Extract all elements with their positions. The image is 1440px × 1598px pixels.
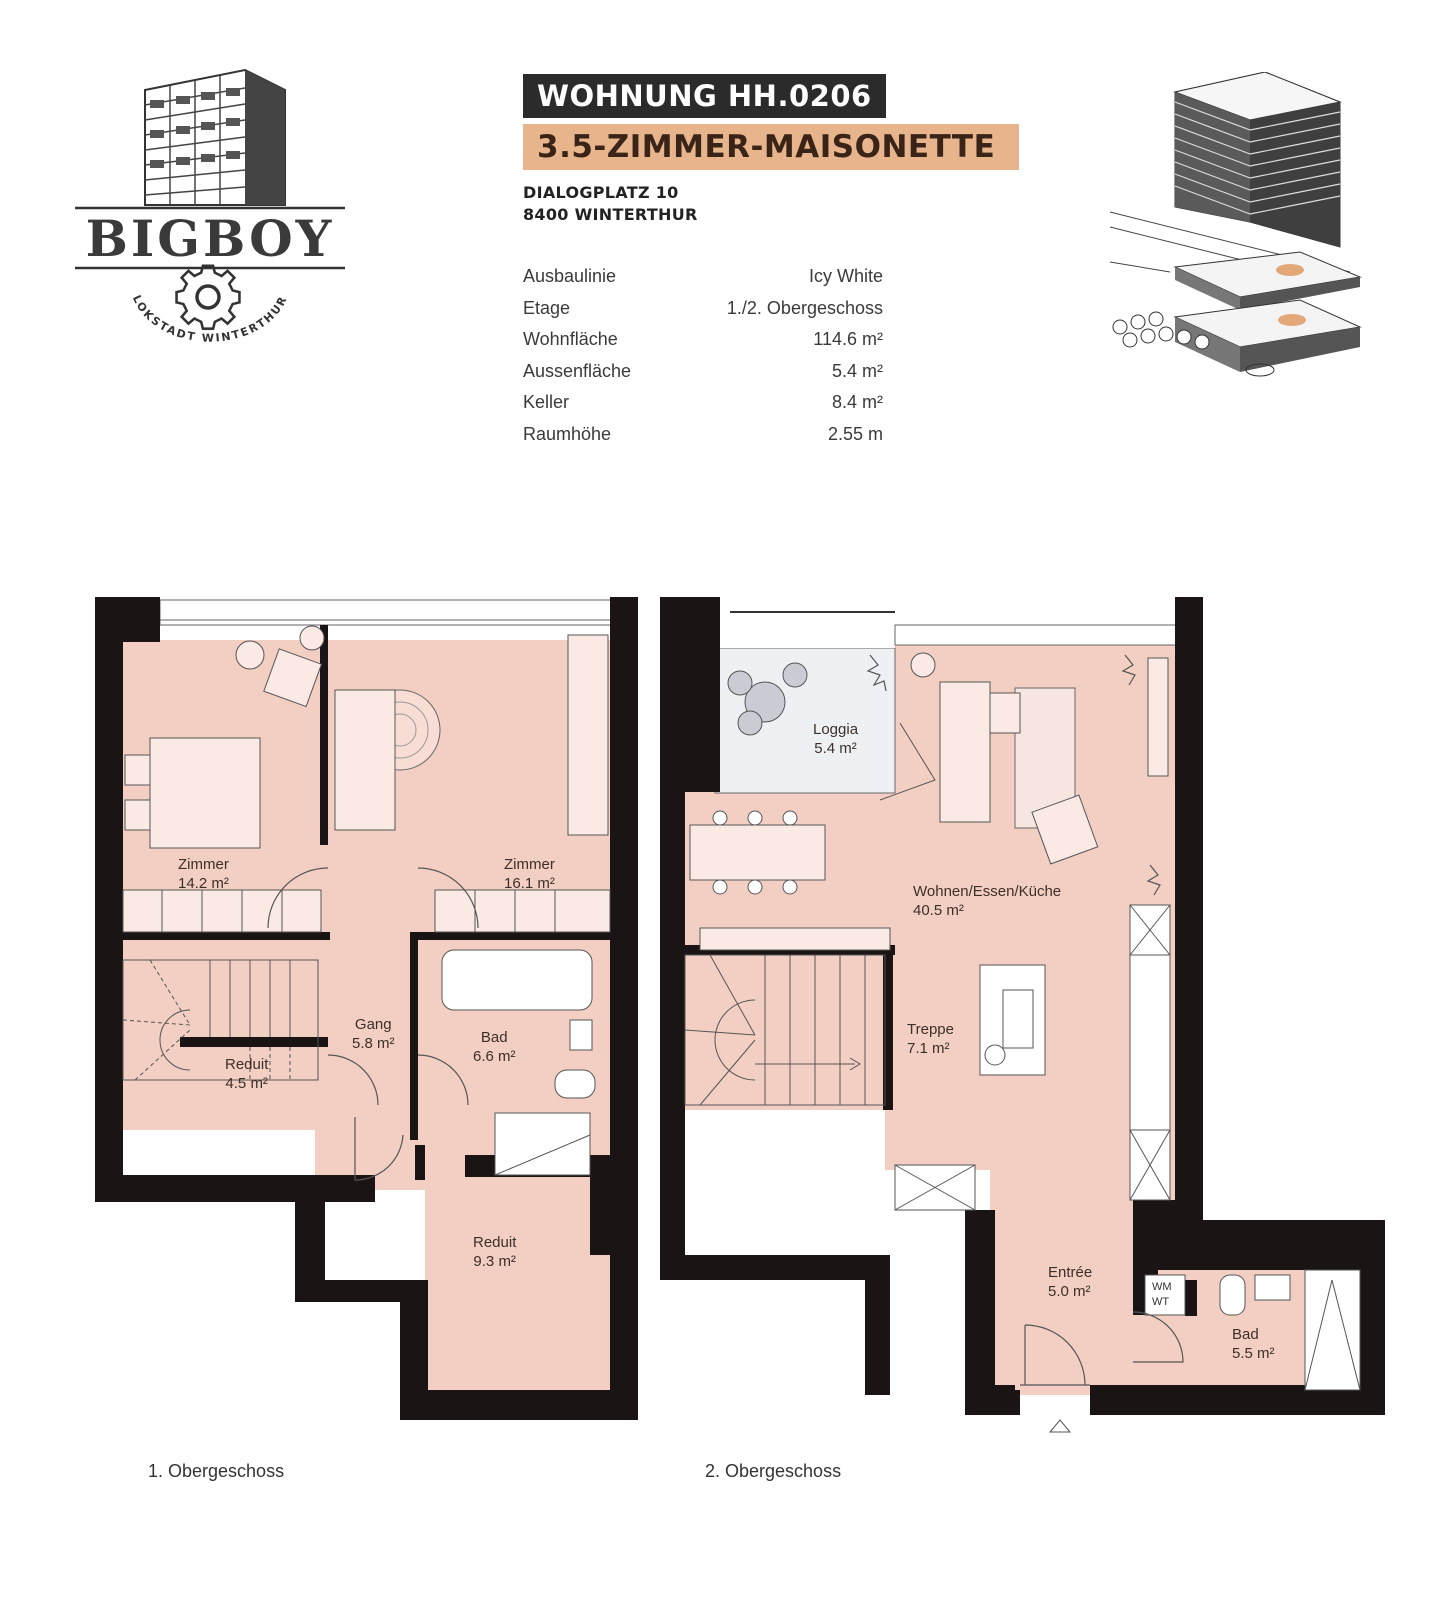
spec-row-wohnflaeche: Wohnfläche 114.6 m² — [523, 325, 883, 357]
isometric-building-icon — [1109, 71, 1362, 377]
unit-highlight-upper — [1276, 264, 1304, 276]
spec-value: 114.6 m² — [813, 329, 883, 350]
address-street: DIALOGPLATZ 10 — [523, 183, 679, 202]
entrance-marker-icon — [1048, 1419, 1072, 1433]
building-sketch-icon: BIGBOY LOKSTADT WINTERTHUR — [75, 68, 345, 345]
bigboy-logo: BIGBOY LOKSTADT WINTERTHUR — [70, 60, 350, 350]
spec-label: Raumhöhe — [523, 423, 612, 444]
address-city: 8400 WINTERTHUR — [523, 205, 698, 224]
spec-value: 2.55 m — [827, 423, 883, 444]
spec-row-etage: Etage 1./2. Obergeschoss — [523, 294, 883, 326]
desk — [567, 634, 609, 836]
double-bed — [149, 737, 261, 849]
shower — [494, 1112, 591, 1176]
spec-value: 8.4 m² — [831, 392, 883, 413]
unit-number-title: WOHNUNG HH.0206 — [523, 74, 886, 118]
bathtub — [441, 949, 593, 1011]
tv-sideboard — [1147, 657, 1169, 777]
dryer-label: WT — [1152, 1296, 1169, 1308]
cooktop — [1002, 989, 1034, 1049]
washer-label: WM — [1152, 1281, 1172, 1293]
spec-label: Etage — [523, 297, 571, 318]
toilet — [554, 1069, 596, 1099]
compass-icon — [1245, 363, 1275, 377]
spec-value: 1./2. Obergeschoss — [726, 297, 883, 318]
sink — [1254, 1274, 1291, 1301]
spec-value: 5.4 m² — [831, 360, 883, 381]
spec-label: Aussenfläche — [523, 360, 632, 381]
floor-2-caption: 2. Obergeschoss — [705, 1461, 842, 1481]
spec-row-aussenflaeche: Aussenfläche 5.4 m² — [523, 357, 883, 389]
unit-highlight-lower — [1278, 314, 1306, 326]
spec-row-raumhoehe: Raumhöhe 2.55 m — [523, 420, 883, 452]
specs-table: Ausbaulinie Icy White Etage 1./2. Obergesc… — [523, 262, 883, 452]
brand-name: BIGBOY — [86, 209, 335, 268]
unit-title-block: WOHNUNG HH.0206 3.5-ZIMMER-MAISONETTE DI… — [523, 74, 1019, 226]
spec-value: Icy White — [808, 266, 883, 286]
toilet-2 — [1219, 1274, 1246, 1316]
sofa — [939, 681, 991, 823]
single-bed — [334, 689, 396, 831]
brand-tagline: LOKSTADT WINTERTHUR — [130, 293, 288, 345]
spec-label: Keller — [523, 392, 570, 413]
spec-row-keller: Keller 8.4 m² — [523, 388, 883, 420]
floor-1-caption: 1. Obergeschoss — [148, 1461, 285, 1481]
floor-plan-2-drawing: WM WT — [660, 597, 1385, 1433]
svg-text:LOKSTADT WINTERTHUR: LOKSTADT WINTERTHUR — [130, 293, 290, 345]
building-location-diagram — [1100, 71, 1370, 382]
gear-icon — [175, 264, 241, 330]
dining-table — [689, 824, 826, 881]
spec-label: Ausbaulinie — [523, 266, 617, 286]
unit-type-title: 3.5-ZIMMER-MAISONETTE — [523, 124, 1019, 170]
address: DIALOGPLATZ 10 8400 WINTERTHUR — [523, 182, 1019, 226]
floor-plan-1-drawing — [95, 597, 638, 1420]
spec-label: Wohnfläche — [523, 329, 618, 350]
spec-row-ausbaulinie: Ausbaulinie Icy White — [523, 262, 883, 294]
